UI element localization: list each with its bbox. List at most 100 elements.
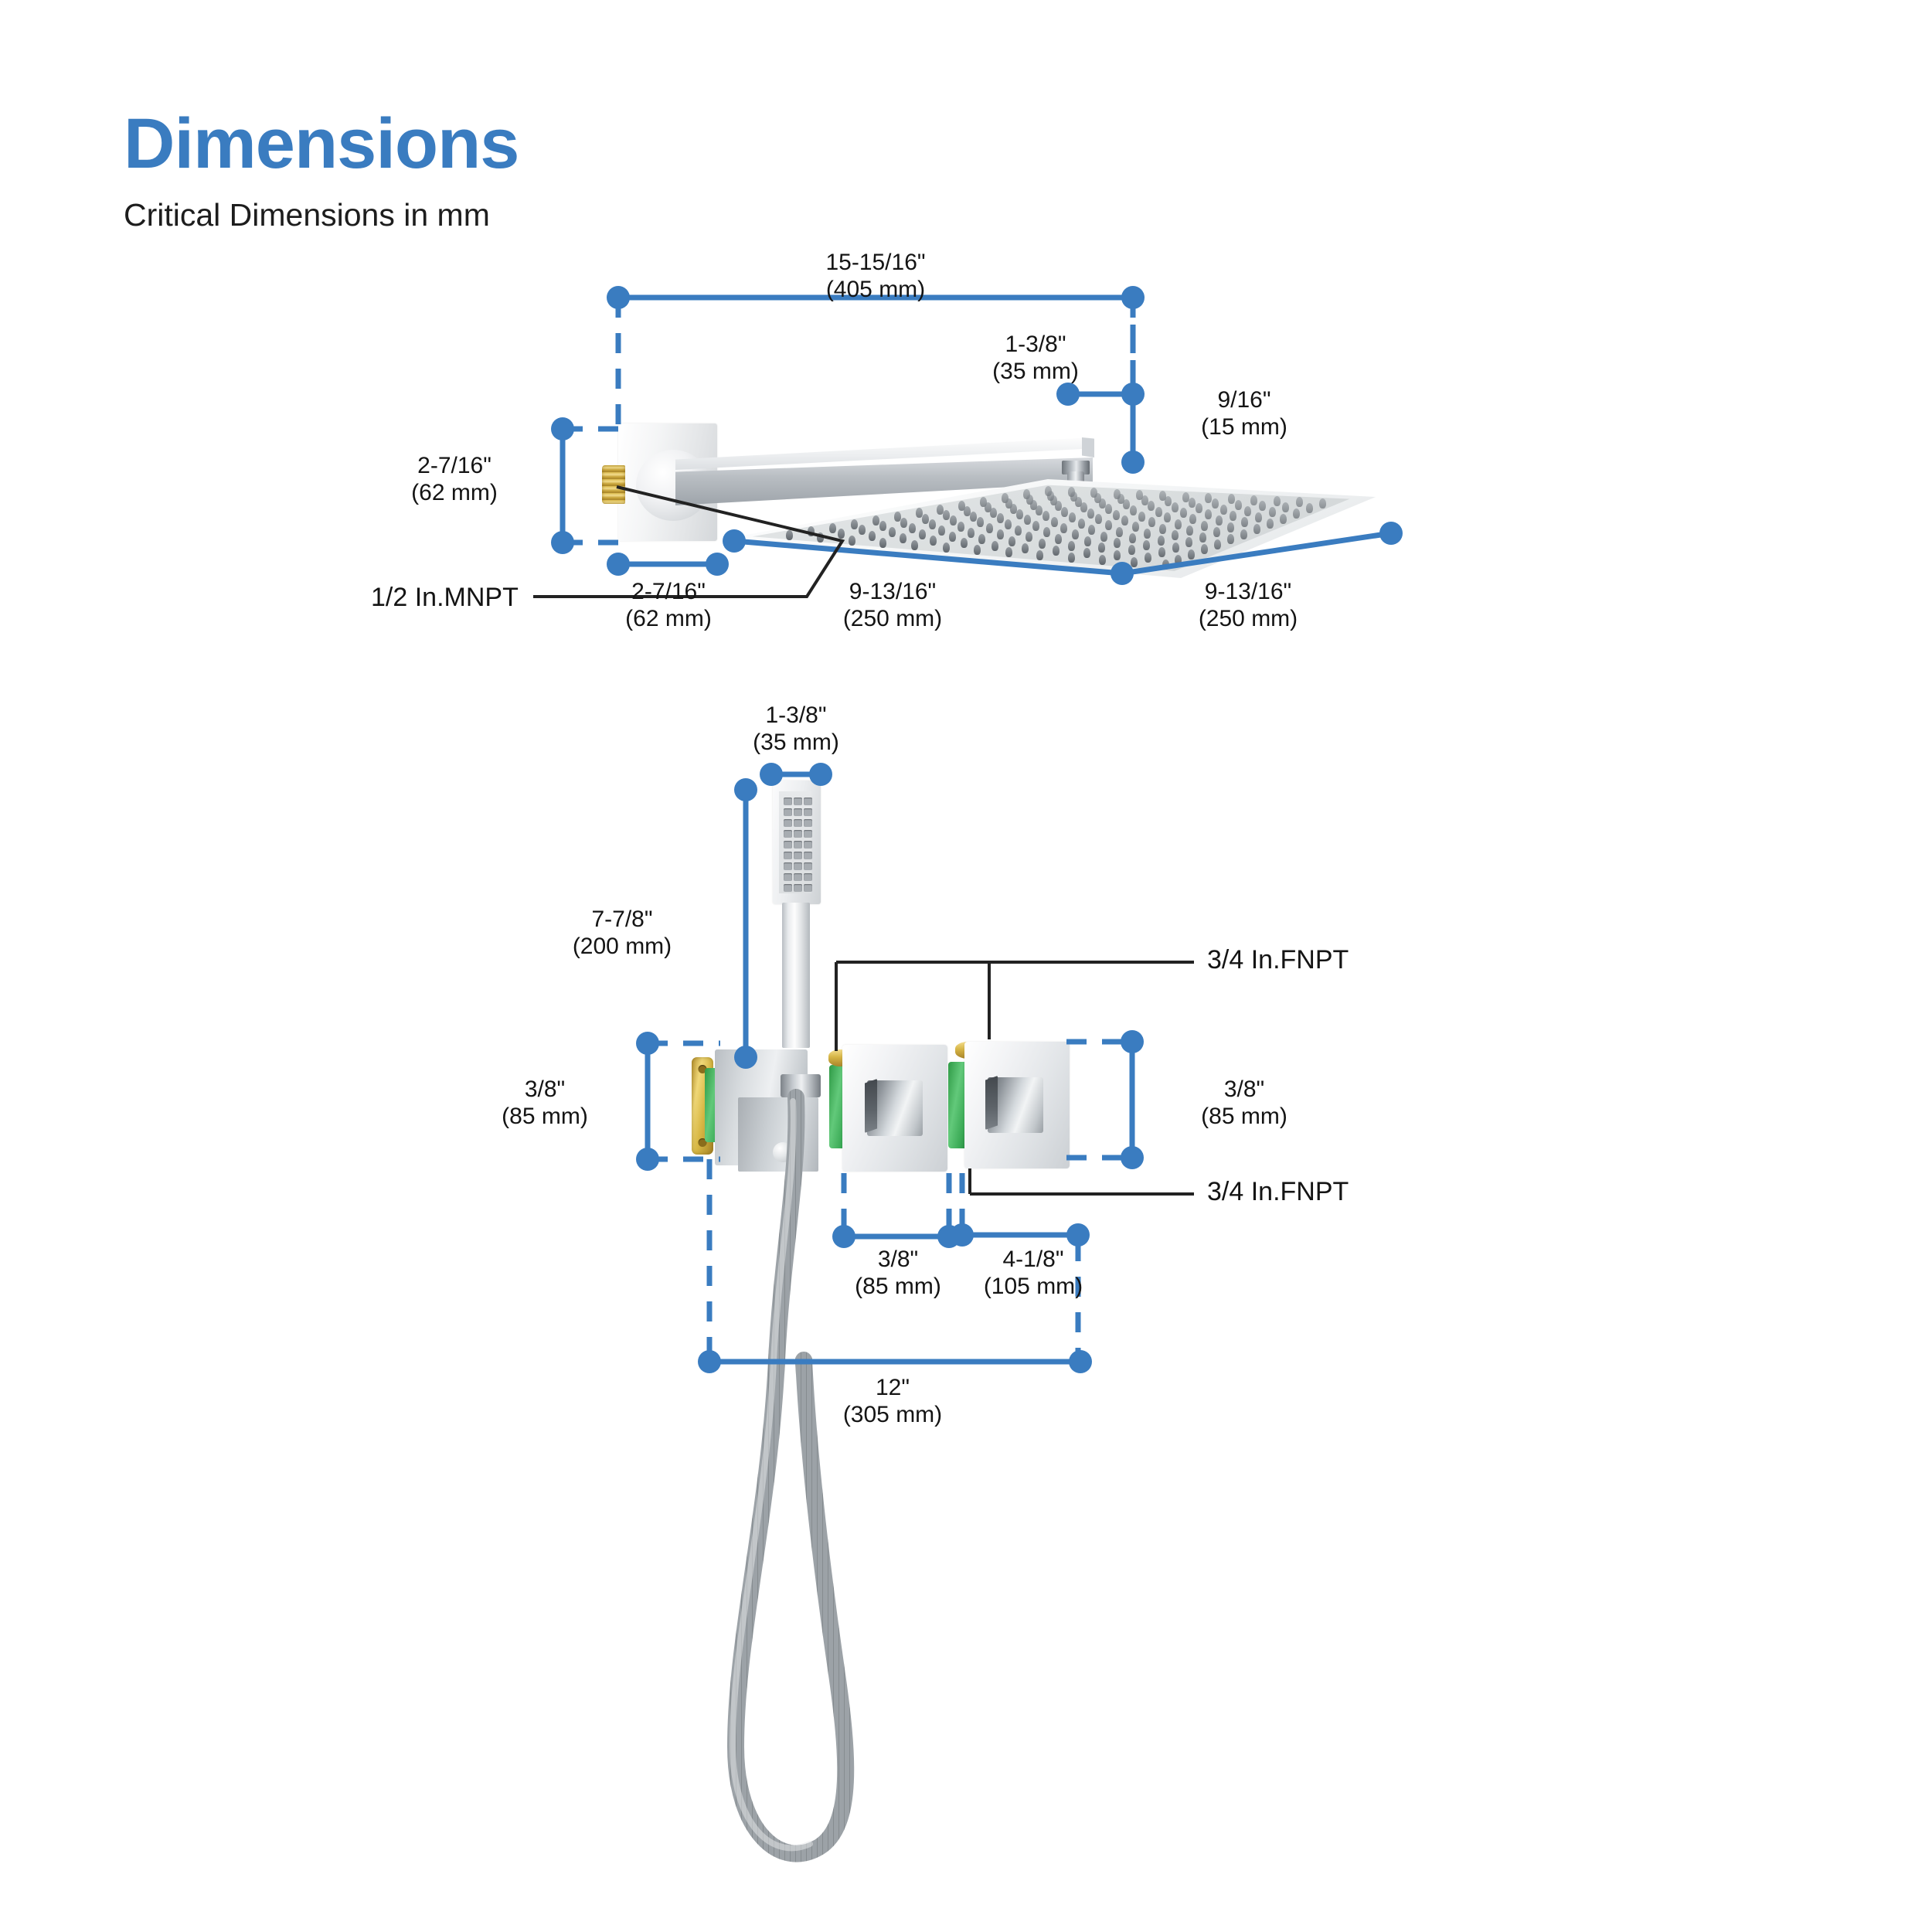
shower-arm-end-cap	[1082, 437, 1094, 458]
nozzle	[1199, 532, 1207, 543]
nozzle	[1083, 547, 1090, 558]
nozzle-grid	[726, 479, 1376, 578]
handheld-wand-spray-face	[779, 791, 812, 893]
nozzle	[1179, 508, 1187, 519]
top-dimension-lines	[533, 286, 1403, 598]
nozzle	[929, 519, 937, 530]
nozzle	[1038, 538, 1046, 549]
callout-inlet-thread: 1/2 In.MNPT	[371, 583, 519, 612]
nozzle	[1052, 545, 1060, 556]
nozzle	[879, 521, 887, 532]
wand-spray-hole	[784, 808, 792, 816]
nozzle	[1094, 492, 1101, 503]
nozzle	[1201, 544, 1209, 555]
wand-spray-hole	[784, 819, 792, 827]
nozzle	[948, 532, 956, 543]
wand-spray-hole	[794, 808, 802, 816]
nozzle	[1043, 511, 1050, 522]
nozzle	[1128, 545, 1135, 556]
nozzle	[1005, 519, 1012, 529]
nozzle	[1071, 529, 1079, 539]
nozzle	[1235, 499, 1243, 510]
nozzle	[918, 529, 926, 540]
dim-valve-right-height: 3/8" (85 mm)	[1201, 1077, 1287, 1130]
nozzle	[915, 508, 923, 519]
nozzle	[1022, 543, 1029, 553]
dim-spacing-a: 3/8" (85 mm)	[855, 1247, 941, 1300]
callout-port-lower: 3/4 In.FNPT	[1207, 1177, 1349, 1206]
wand-spray-hole	[804, 852, 812, 859]
dim-head-width-right: 9-13/16" (250 mm)	[1198, 579, 1298, 632]
nozzle	[960, 538, 968, 549]
nozzle	[1113, 488, 1121, 499]
nozzle	[879, 537, 887, 548]
nozzle	[1165, 496, 1172, 507]
nozzle	[899, 533, 906, 544]
dim-wand-head-width: 1-3/8" (35 mm)	[753, 702, 839, 756]
nozzle	[930, 536, 937, 546]
wand-spray-hole	[794, 862, 802, 870]
dim-flange-width: 2-7/16" (62 mm)	[625, 579, 712, 632]
nozzle	[974, 545, 981, 556]
nozzle	[1068, 540, 1076, 551]
nozzle	[817, 532, 825, 543]
hose-ribbing	[726, 1089, 855, 1862]
nozzle	[1240, 517, 1248, 528]
nozzle	[1138, 511, 1145, 522]
nozzle	[978, 533, 986, 544]
shower-hose	[726, 1089, 855, 1862]
nozzle	[1131, 522, 1139, 532]
wand-spray-hole	[794, 830, 802, 838]
nozzle	[1157, 535, 1165, 546]
nozzle	[1090, 488, 1098, 498]
nozzle	[1088, 525, 1096, 536]
nozzle	[1123, 499, 1131, 510]
nozzle	[1172, 530, 1179, 541]
top-assembly-illustration	[0, 0, 1932, 696]
nozzle	[1230, 511, 1237, 522]
wand-spray-hole	[804, 873, 812, 881]
wand-spray-hole	[794, 884, 802, 892]
nozzle	[1036, 505, 1043, 515]
nozzle	[1196, 503, 1203, 514]
page-title: Dimensions	[124, 104, 519, 183]
nozzle	[1175, 554, 1182, 565]
nozzle	[1069, 512, 1077, 523]
nozzle	[868, 531, 876, 542]
rain-shower-head	[726, 479, 1376, 578]
nozzle	[986, 523, 994, 534]
nozzle	[893, 512, 901, 522]
dim-wand-length: 7-7/8" (200 mm)	[572, 906, 672, 960]
nozzle	[1067, 552, 1075, 563]
nozzle	[989, 507, 997, 518]
nozzle	[1296, 497, 1304, 508]
nozzle	[1005, 547, 1012, 558]
nozzle	[1144, 552, 1151, 563]
nozzle	[1015, 525, 1022, 536]
nozzle	[1227, 494, 1235, 505]
nozzle	[1172, 502, 1179, 512]
nozzle	[942, 509, 950, 520]
nozzle	[1074, 497, 1082, 508]
wand-spray-hole	[794, 852, 802, 859]
nozzle	[1060, 522, 1068, 533]
nozzle	[1318, 498, 1326, 509]
nozzle	[984, 502, 992, 512]
nozzle	[1244, 505, 1252, 516]
nozzle	[1128, 533, 1136, 544]
handheld-wand-handle	[782, 903, 810, 1048]
wand-spray-hole	[804, 798, 812, 805]
nozzle	[1112, 509, 1120, 520]
wand-spray-hole	[784, 862, 792, 870]
nozzle	[910, 539, 918, 550]
nozzle	[1032, 521, 1040, 532]
wand-spray-hole	[804, 841, 812, 849]
nozzle	[1185, 537, 1193, 548]
drop-elbow-collar	[1062, 461, 1090, 474]
dim-flange-height: 2-7/16" (62 mm)	[411, 453, 498, 506]
dim-spacing-b: 4-1/8" (105 mm)	[983, 1247, 1083, 1300]
wand-spray-hole	[784, 830, 792, 838]
wand-spray-hole	[784, 884, 792, 892]
